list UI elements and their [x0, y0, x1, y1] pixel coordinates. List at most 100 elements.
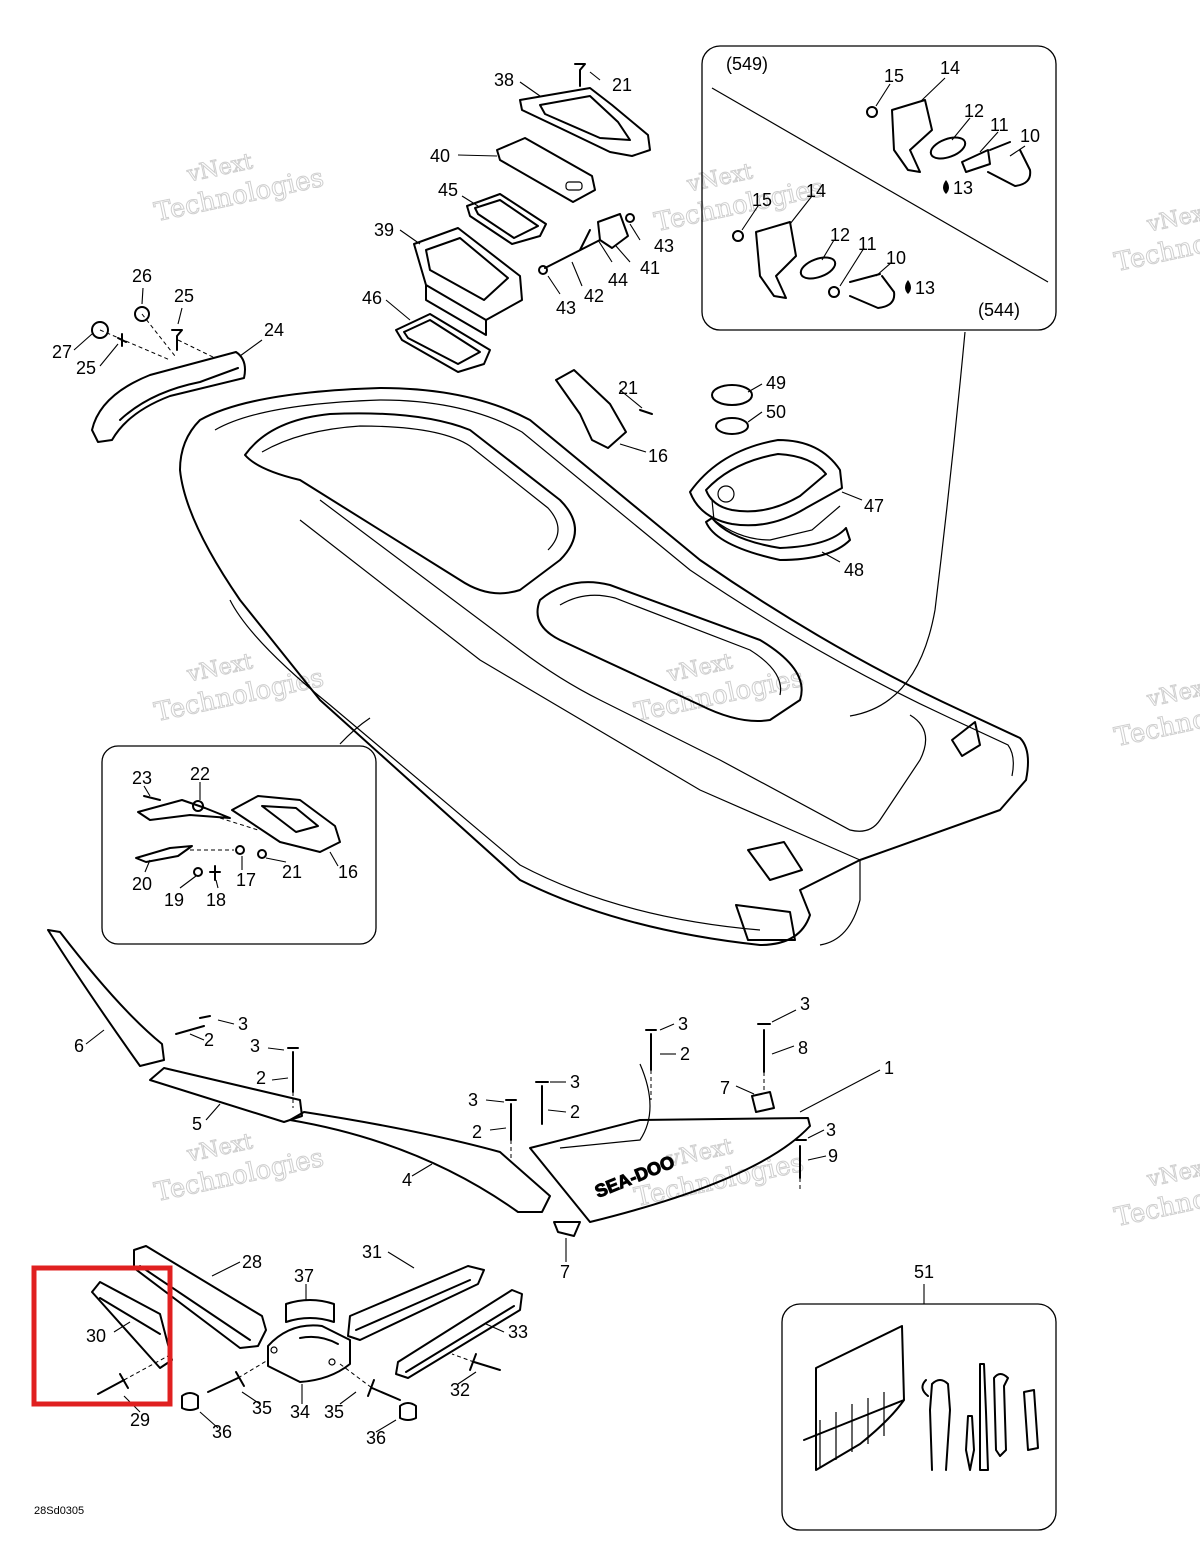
callout-12: 12 — [964, 101, 984, 121]
callout-44: 44 — [608, 270, 628, 290]
plug-36[interactable] — [181, 1392, 199, 1411]
callout-13: 13 — [953, 178, 973, 198]
storage-bin-47[interactable] — [689, 439, 843, 527]
clip-43[interactable] — [625, 213, 635, 223]
seat[interactable] — [244, 412, 576, 595]
u-bolt-10[interactable] — [849, 273, 896, 309]
cap-49[interactable] — [711, 384, 753, 406]
inset-divider — [711, 87, 1049, 283]
hull-outline[interactable] — [179, 387, 1029, 946]
storage-bin-39[interactable] — [413, 227, 523, 336]
rod-42[interactable] — [544, 239, 601, 269]
bracket-14[interactable] — [891, 99, 933, 173]
rub-strip-31[interactable] — [347, 1265, 485, 1341]
gasket-48[interactable] — [705, 517, 851, 561]
rub-strip-assembly — [91, 1245, 523, 1433]
tool-kit-detail — [781, 1284, 1057, 1531]
rivet-35[interactable] — [367, 1379, 401, 1401]
cap-37[interactable] — [285, 1299, 335, 1323]
rivet-3[interactable] — [795, 1139, 807, 1179]
highlight-box-part-30 — [31, 1265, 173, 1407]
lid-frame-38[interactable] — [519, 87, 651, 157]
screw-21[interactable] — [257, 849, 267, 859]
plate-12[interactable] — [798, 253, 838, 282]
deflector-16[interactable] — [555, 369, 627, 449]
hub-22[interactable] — [192, 800, 204, 812]
clip-43[interactable] — [538, 265, 548, 275]
rub-strip-30[interactable] — [91, 1281, 173, 1369]
bracket-14[interactable] — [755, 221, 797, 299]
hull-intake[interactable] — [735, 904, 796, 941]
callout-25: 25 — [174, 286, 194, 306]
pad-16-mount[interactable] — [747, 841, 803, 881]
callout-8: 8 — [798, 1038, 808, 1058]
screw-21[interactable] — [574, 63, 586, 87]
pin-44[interactable] — [579, 229, 591, 251]
clip-7[interactable] — [553, 1221, 581, 1237]
callout-16: 16 — [338, 862, 358, 882]
rivet-3[interactable] — [645, 1029, 657, 1071]
cover-panel-40[interactable] — [496, 137, 596, 203]
decal-4[interactable] — [289, 1111, 551, 1213]
decal-5[interactable] — [149, 1067, 303, 1123]
callout-10: 10 — [886, 248, 906, 268]
wrench-icon[interactable] — [993, 1373, 1009, 1457]
spark-plug-wrench-icon[interactable] — [1023, 1389, 1039, 1451]
screw-21[interactable] — [639, 409, 653, 415]
grab-handle-24[interactable] — [91, 351, 246, 443]
rub-strip-28[interactable] — [133, 1245, 267, 1349]
screwdriver-icon[interactable] — [979, 1363, 989, 1471]
washer-15[interactable] — [732, 230, 744, 242]
callout-9: 9 — [828, 1146, 838, 1166]
rivet-32[interactable] — [469, 1353, 501, 1371]
screw-18[interactable] — [209, 865, 221, 881]
callout-27: 27 — [52, 342, 72, 362]
rivet-3[interactable] — [757, 1023, 771, 1073]
corner-piece-34[interactable] — [267, 1324, 351, 1383]
hole — [270, 1346, 278, 1354]
inset-deflector-detail — [101, 717, 377, 945]
rub-strip-33[interactable] — [395, 1289, 523, 1379]
fin-22[interactable] — [137, 799, 231, 821]
plug-36[interactable] — [399, 1402, 417, 1421]
clamp-11[interactable] — [961, 149, 991, 173]
plate-12[interactable] — [928, 133, 968, 162]
clip-7[interactable] — [751, 1091, 775, 1113]
screwdriver-icon[interactable] — [965, 1415, 975, 1471]
rear-vent[interactable] — [951, 721, 981, 757]
rivet-3[interactable] — [535, 1081, 549, 1125]
footwell[interactable] — [536, 581, 803, 722]
tool-pouch[interactable] — [803, 1325, 905, 1471]
plug-26[interactable] — [134, 306, 150, 322]
rivet-35[interactable] — [207, 1371, 245, 1393]
callout-14: 14 — [940, 58, 960, 78]
inset-connector — [849, 331, 966, 717]
screw-25[interactable] — [117, 333, 127, 347]
rivet-3[interactable] — [505, 1099, 517, 1141]
u-bolt-10[interactable] — [987, 141, 1032, 187]
latch-41[interactable] — [597, 213, 629, 249]
deck-rail — [319, 499, 927, 832]
callout-23: 23 — [132, 768, 152, 788]
callout-3: 3 — [468, 1090, 478, 1110]
washer-17[interactable] — [235, 845, 245, 855]
callout-12: 12 — [830, 225, 850, 245]
nut-27[interactable] — [91, 321, 109, 339]
deflector-16[interactable] — [231, 795, 341, 853]
washer-19[interactable] — [193, 867, 203, 877]
rivet-29[interactable] — [97, 1373, 129, 1395]
decal-1[interactable] — [529, 1117, 811, 1223]
washer-15[interactable] — [866, 106, 878, 118]
gasket-46[interactable] — [395, 313, 491, 373]
screw-25[interactable] — [171, 329, 183, 351]
fin-20[interactable] — [135, 845, 193, 863]
decal-6[interactable] — [47, 929, 165, 1067]
seal-50[interactable] — [715, 417, 749, 435]
gasket-45[interactable] — [466, 193, 547, 245]
rivet-3[interactable] — [287, 1047, 299, 1093]
rivet-3[interactable] — [175, 1015, 211, 1035]
pliers-icon[interactable] — [921, 1379, 951, 1471]
callout-32: 32 — [450, 1380, 470, 1400]
clamp-11[interactable] — [828, 286, 840, 298]
screw-23[interactable] — [143, 795, 161, 801]
